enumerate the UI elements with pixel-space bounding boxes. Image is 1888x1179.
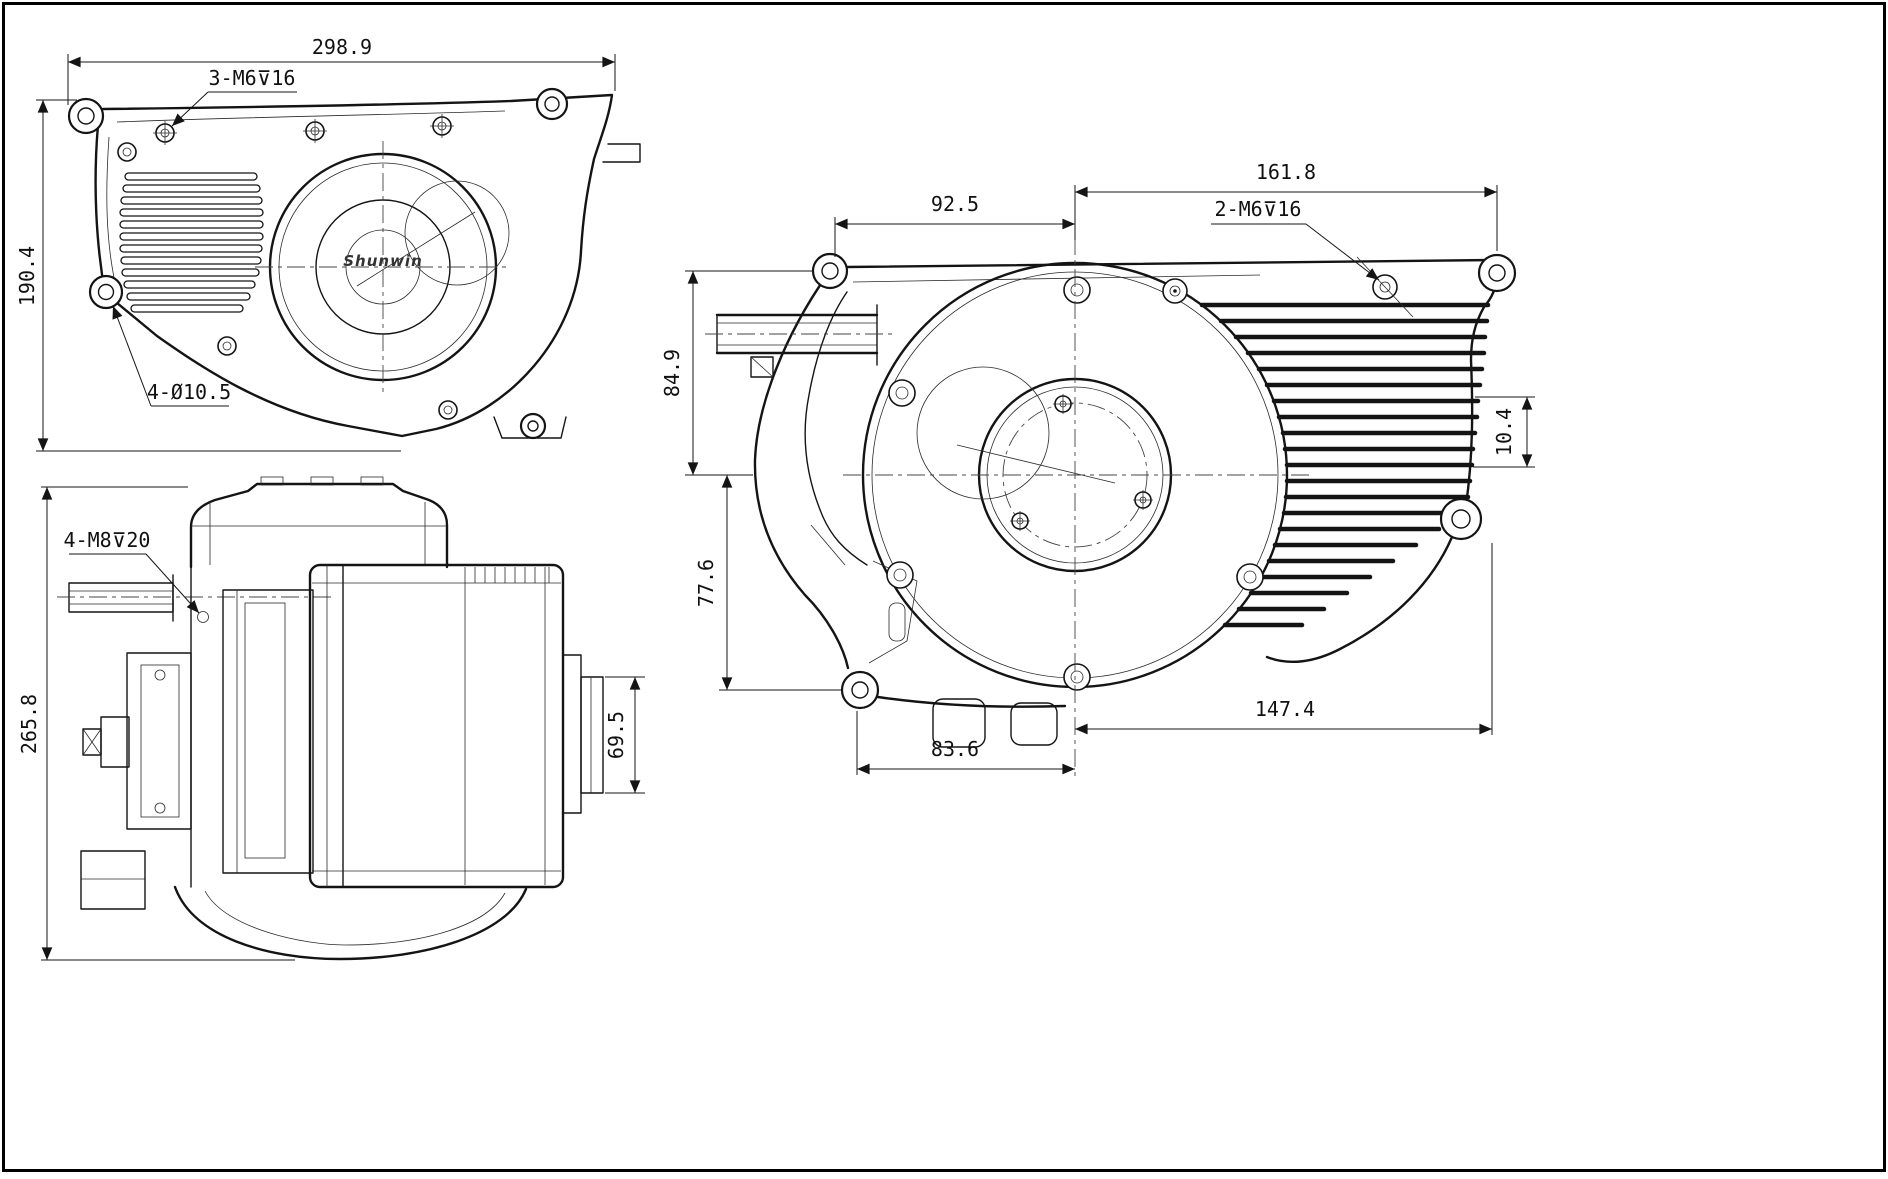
front-width-dim: 298.9: [312, 35, 372, 59]
rear-width-bottom-left-dim: 83.6: [931, 737, 979, 761]
rear-width-bottom-right-dim: 147.4: [1255, 697, 1315, 721]
front-height-dim: 190.4: [15, 246, 39, 306]
rear-view-dimensions: 161.8 92.5 2-M6⊽16 84.9 77.6 10.4: [660, 160, 1535, 775]
front-fins: [120, 173, 263, 312]
side-spigot-dim: 69.5: [604, 711, 628, 759]
rear-view: 161.8 92.5 2-M6⊽16 84.9 77.6 10.4: [660, 160, 1535, 777]
front-view: Shunwin: [15, 35, 640, 451]
side-tapped-holes-note: 4-M8⊽20: [64, 528, 151, 552]
rear-tapped-holes-note: 2-M6⊽16: [1215, 197, 1302, 221]
rear-height-upper-dim: 84.9: [660, 349, 684, 397]
rear-width-top-left-dim: 92.5: [931, 192, 979, 216]
front-tapped-holes-note: 3-M6⊽16: [209, 66, 296, 90]
side-view: 265.8 4-M8⊽20 69.5: [17, 477, 645, 960]
rear-view-geometry: [705, 237, 1515, 777]
rear-height-lower-dim: 77.6: [694, 559, 718, 607]
front-through-holes-note: 4-Ø10.5: [147, 380, 231, 404]
rear-offset-right-dim: 10.4: [1492, 408, 1516, 456]
side-view-dimensions: 265.8 4-M8⊽20 69.5: [17, 487, 645, 960]
side-height-dim: 265.8: [17, 694, 41, 754]
stator-ribs: [475, 567, 549, 583]
front-view-dimensions: 298.9 190.4 3-M6⊽16 4-Ø10.5: [15, 35, 615, 451]
rear-width-top-right-dim: 161.8: [1256, 160, 1316, 184]
cad-drawing: Shunwin: [5, 5, 1888, 1179]
